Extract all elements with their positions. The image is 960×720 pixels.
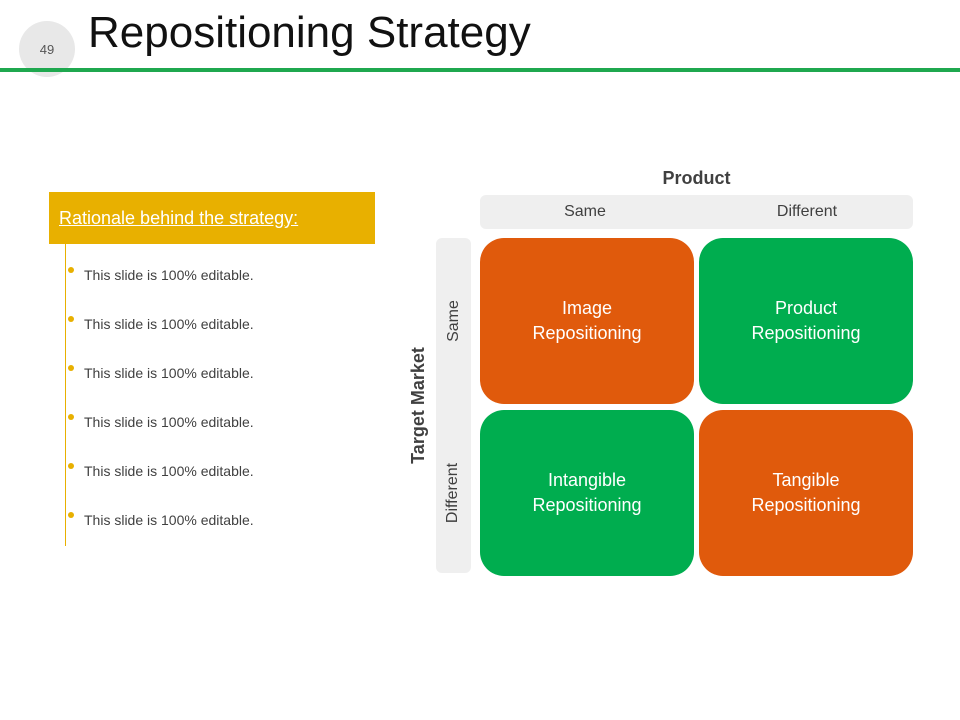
- product-axis-title: Product: [662, 168, 731, 188]
- column-label-same: Same: [564, 203, 606, 220]
- row-label-same: Same: [444, 300, 462, 342]
- rationale-bullet-list: This slide is 100% editable. This slide …: [66, 262, 366, 556]
- bullet-dot-icon: [68, 267, 74, 273]
- column-header-bar: Same Different: [480, 195, 913, 229]
- matrix-cell-tangible-repositioning: Tangible Repositioning: [699, 410, 913, 576]
- bullet-text: This slide is 100% editable.: [84, 267, 254, 283]
- bullet-dot-icon: [68, 365, 74, 371]
- bullet-rail: [65, 244, 66, 546]
- row-label-different: Different: [444, 462, 462, 524]
- target-market-axis-label: Target Market: [407, 347, 428, 464]
- bullet-item: This slide is 100% editable.: [66, 458, 366, 507]
- bullet-dot-icon: [68, 512, 74, 518]
- rationale-heading-box: Rationale behind the strategy:: [49, 192, 375, 244]
- bullet-item: This slide is 100% editable.: [66, 409, 366, 458]
- bullet-text: This slide is 100% editable.: [84, 463, 254, 479]
- bullet-text: This slide is 100% editable.: [84, 512, 254, 528]
- matrix-cell-label: Tangible Repositioning: [751, 470, 861, 515]
- bullet-item: This slide is 100% editable.: [66, 262, 366, 311]
- slide-title: Repositioning Strategy: [88, 8, 531, 57]
- matrix-cell-product-repositioning: Product Repositioning: [699, 238, 913, 404]
- bullet-text: This slide is 100% editable.: [84, 414, 254, 430]
- row-label-same-wrap: Same: [436, 238, 471, 404]
- row-label-different-wrap: Different: [436, 410, 471, 576]
- matrix-cell-label: Product Repositioning: [751, 298, 861, 343]
- row-header-bar: Same Different: [436, 238, 471, 573]
- bullet-text: This slide is 100% editable.: [84, 365, 254, 381]
- matrix-cell-intangible-repositioning: Intangible Repositioning: [480, 410, 694, 576]
- title-divider: [0, 68, 960, 72]
- column-label-different: Different: [776, 203, 838, 220]
- rationale-heading: Rationale behind the strategy:: [59, 207, 299, 228]
- bullet-dot-icon: [68, 316, 74, 322]
- bullet-text: This slide is 100% editable.: [84, 316, 254, 332]
- target-market-axis-title: Target Market: [398, 238, 438, 573]
- matrix-cell-image-repositioning: Image Repositioning: [480, 238, 694, 404]
- bullet-dot-icon: [68, 414, 74, 420]
- matrix-cell-label: Image Repositioning: [532, 298, 642, 343]
- bullet-item: This slide is 100% editable.: [66, 507, 366, 556]
- matrix-cell-label: Intangible Repositioning: [532, 470, 642, 515]
- page-number-badge: 49: [19, 21, 75, 77]
- bullet-dot-icon: [68, 463, 74, 469]
- bullet-item: This slide is 100% editable.: [66, 311, 366, 360]
- page-number: 49: [39, 41, 55, 57]
- bullet-item: This slide is 100% editable.: [66, 360, 366, 409]
